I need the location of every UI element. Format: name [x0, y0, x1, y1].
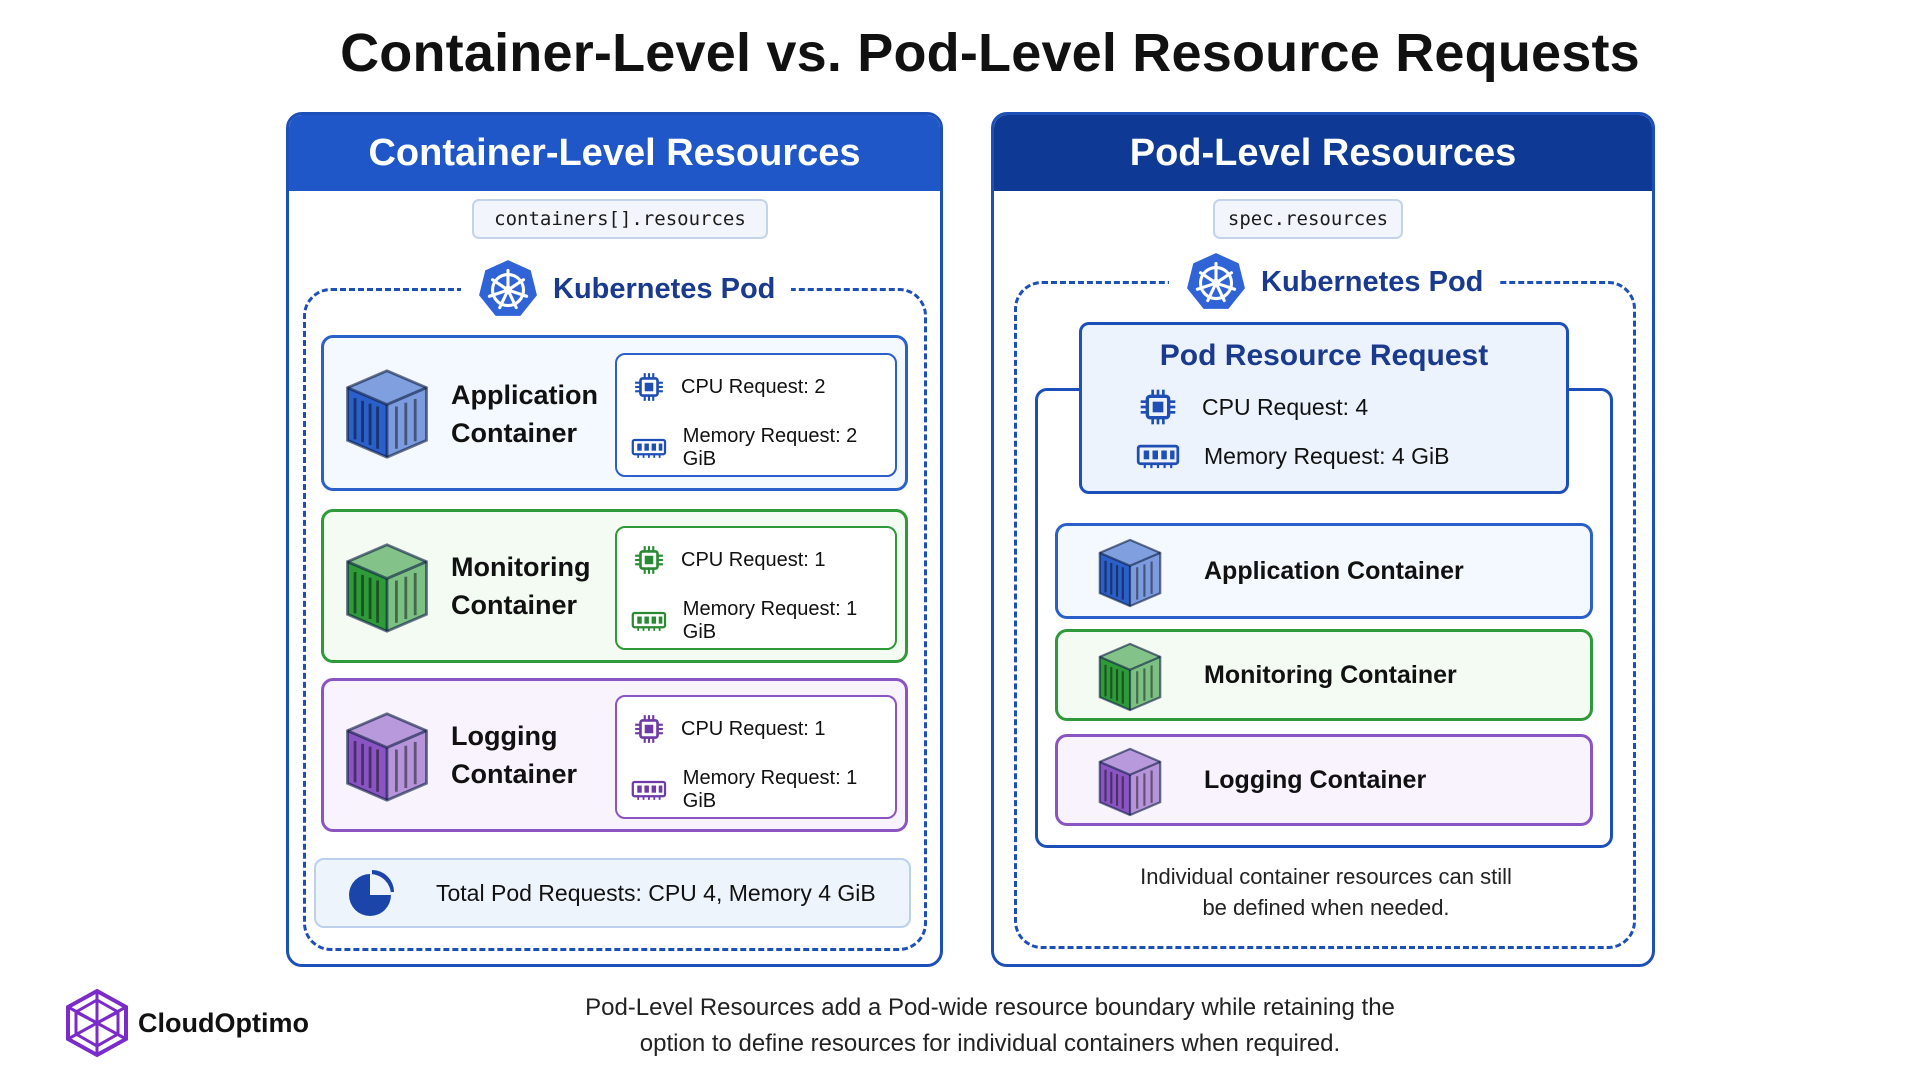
- cpu-request: CPU Request: 1: [681, 717, 826, 740]
- container-cube-icon: [1094, 638, 1166, 716]
- main-title: Container-Level vs. Pod-Level Resource R…: [340, 23, 1640, 83]
- memory-request: Memory Request: 1 GiB: [682, 767, 858, 812]
- memory-request: Memory Request: 1 GiB: [682, 598, 858, 643]
- brand-name: CloudOptimo: [138, 1007, 309, 1038]
- spec-resources-code: spec.resources: [1213, 199, 1403, 239]
- container-level-panel: Container-Level Resources containers[].r…: [286, 112, 943, 967]
- monitoring-container-card: Monitoring Container: [1055, 629, 1593, 721]
- cpu-request: CPU Request: 2: [681, 375, 826, 398]
- container-request-box: CPU Request: 2 Memory Request: 2 GiB: [615, 353, 897, 477]
- memory-icon: [1136, 442, 1180, 470]
- monitoring-container-card: Monitoring Container CPU Request: 1 Memo…: [321, 509, 908, 663]
- kubernetes-icon: [1185, 251, 1247, 313]
- pod-memory-request: Memory Request: 4 GiB: [1204, 442, 1450, 469]
- kubernetes-pod-heading: Kubernetes Pod: [1169, 247, 1500, 317]
- memory-icon: [631, 609, 667, 633]
- pod-level-panel: Pod-Level Resources spec.resources Kuber…: [991, 112, 1655, 967]
- container-cube-icon: [1094, 534, 1166, 612]
- total-requests-text: Total Pod Requests: CPU 4, Memory 4 GiB: [436, 879, 876, 906]
- pod-label: Kubernetes Pod: [553, 272, 776, 305]
- cloudoptimo-logo-icon: [66, 988, 128, 1058]
- cpu-chip-icon: [633, 544, 665, 576]
- total-pod-requests: Total Pod Requests: CPU 4, Memory 4 GiB: [314, 858, 911, 928]
- brand-logo: CloudOptimo: [64, 988, 309, 1058]
- pod-label: Kubernetes Pod: [1261, 265, 1484, 298]
- container-request-box: CPU Request: 1 Memory Request: 1 GiB: [615, 695, 897, 819]
- cpu-chip-icon: [633, 713, 665, 745]
- pod-resource-request-title: Pod Resource Request: [1159, 339, 1489, 372]
- logging-container-card: Logging Container: [1055, 734, 1593, 826]
- container-cube-icon: [1094, 743, 1166, 821]
- container-resources-code: containers[].resources: [472, 199, 768, 239]
- container-name: Application Container: [1204, 557, 1464, 585]
- container-level-header: Container-Level Resources: [289, 115, 940, 191]
- cpu-chip-icon: [1138, 387, 1178, 427]
- logging-container-card: Logging Container CPU Request: 1 Memory …: [321, 678, 908, 832]
- memory-icon: [631, 778, 667, 802]
- footer-caption: Pod-Level Resources add a Pod-wide resou…: [585, 994, 1395, 1057]
- container-name: Monitoring Container: [1204, 661, 1457, 689]
- pod-cpu-request: CPU Request: 4: [1202, 393, 1369, 420]
- pod-level-note: Individual container resources can still…: [1140, 864, 1512, 920]
- container-name: Logging Container: [1204, 766, 1427, 794]
- memory-icon: [631, 436, 667, 460]
- cpu-request: CPU Request: 1: [681, 548, 826, 571]
- pod-level-header: Pod-Level Resources: [994, 115, 1652, 191]
- container-name: Logging Container: [451, 721, 578, 789]
- container-cube-icon: [340, 360, 434, 468]
- cpu-chip-icon: [633, 371, 665, 403]
- container-name: Application Container: [451, 380, 598, 448]
- application-container-card: Application Container CPU Request: 2 Mem…: [321, 335, 908, 491]
- kubernetes-icon: [477, 258, 539, 320]
- pod-resource-request-box: Pod Resource Request CPU Request: 4 Memo…: [1079, 322, 1569, 494]
- container-request-box: CPU Request: 1 Memory Request: 1 GiB: [615, 526, 897, 650]
- pie-chart-icon: [349, 870, 394, 916]
- container-cube-icon: [340, 703, 434, 811]
- application-container-card: Application Container: [1055, 523, 1593, 619]
- kubernetes-pod-heading: Kubernetes Pod: [461, 254, 792, 324]
- memory-request: Memory Request: 2 GiB: [682, 425, 858, 470]
- container-name: Monitoring Container: [451, 552, 591, 620]
- container-cube-icon: [340, 534, 434, 642]
